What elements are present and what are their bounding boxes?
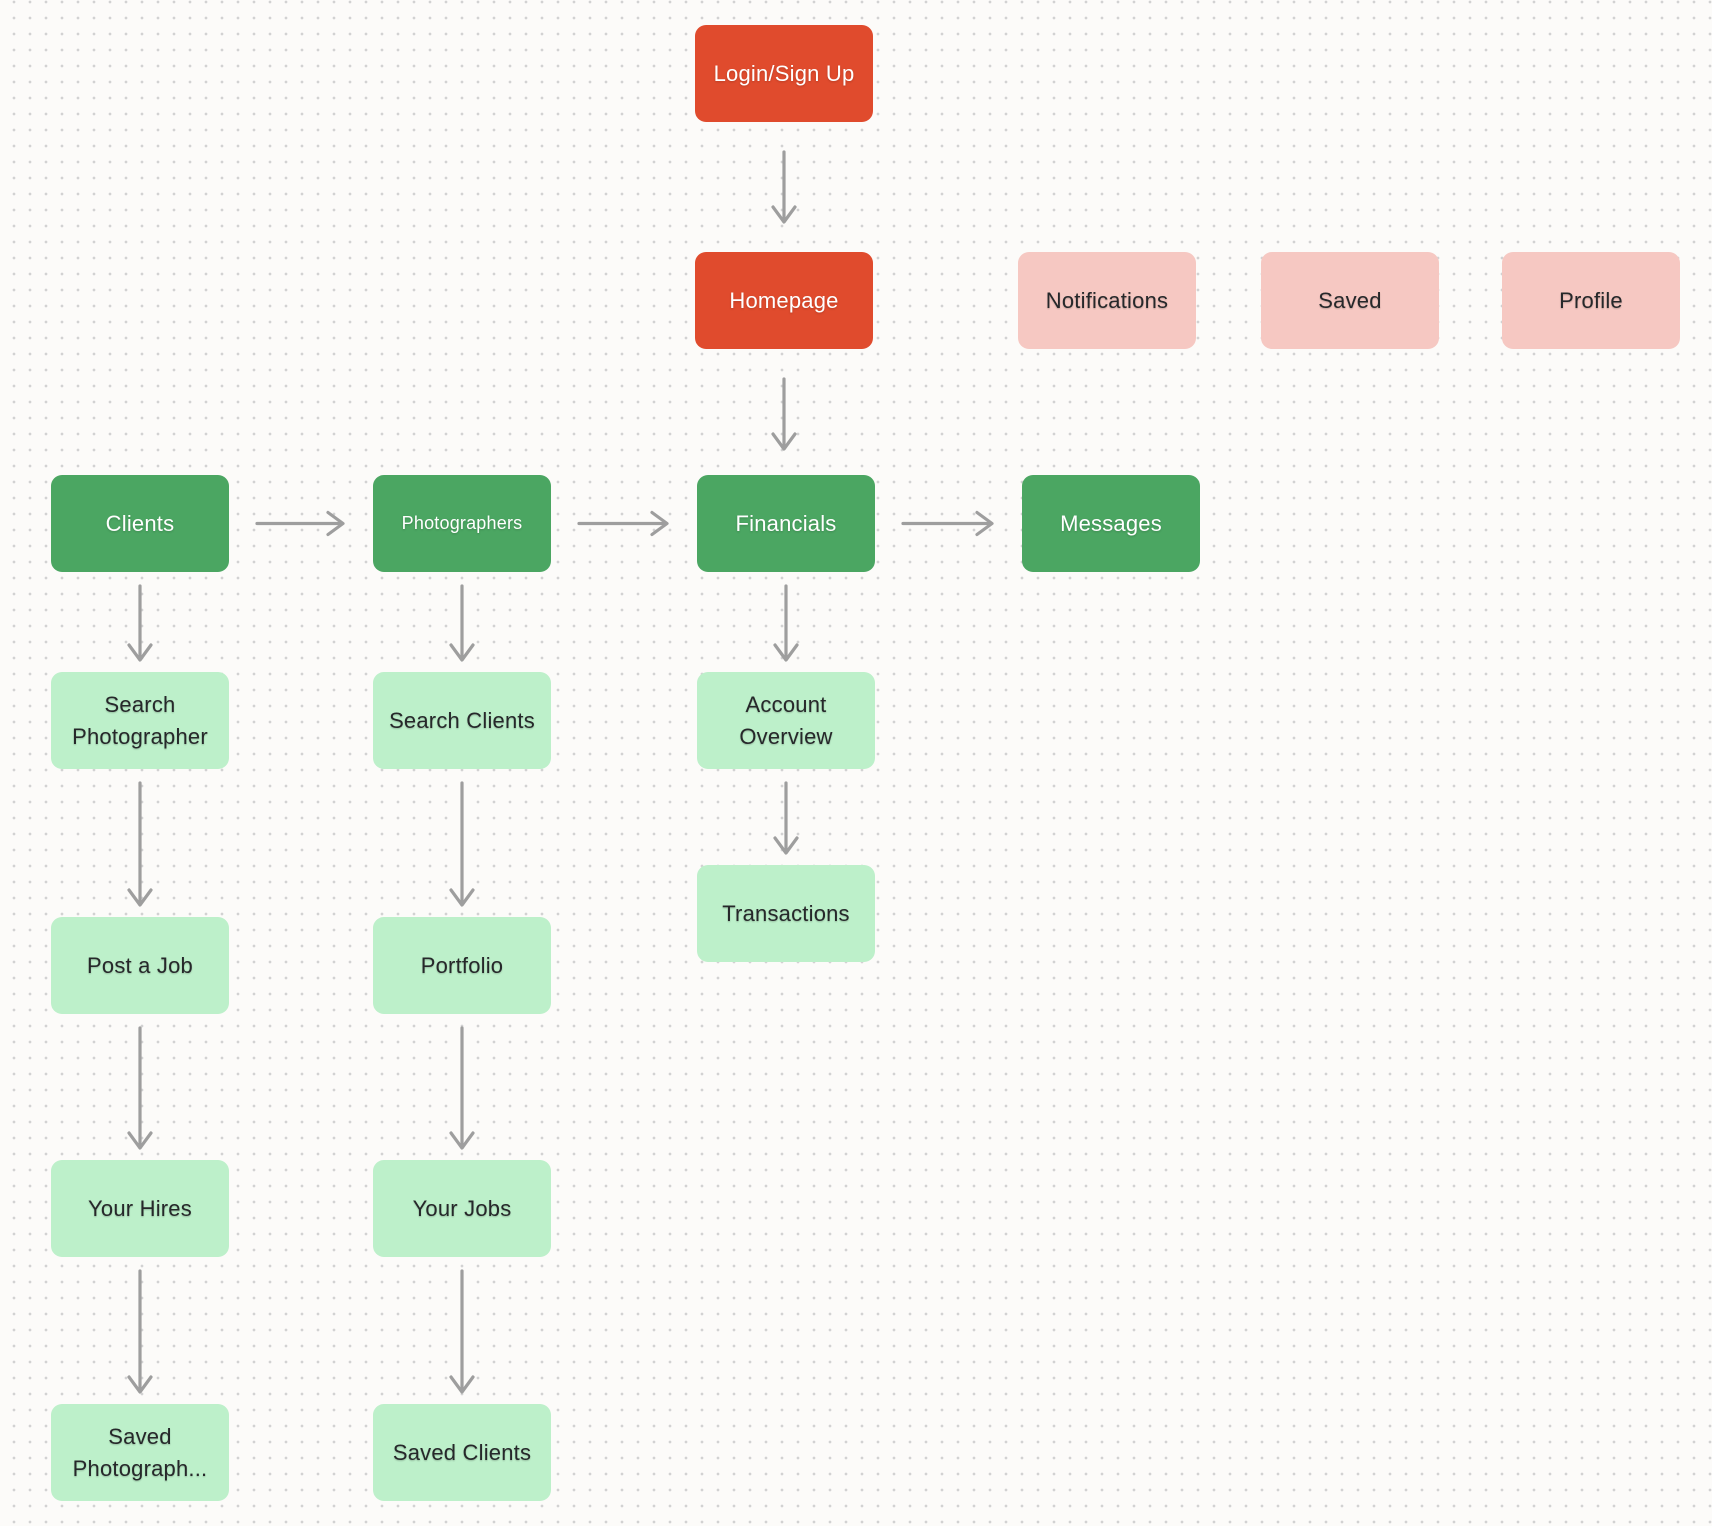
- node-profile[interactable]: Profile: [1502, 252, 1680, 349]
- connector-photographers-to-financials-head: [650, 510, 669, 537]
- node-post-a-job[interactable]: Post a Job: [51, 917, 229, 1014]
- connector-clients-to-photographers-head: [326, 510, 345, 537]
- node-transactions[interactable]: Transactions: [697, 865, 875, 962]
- connector-financials-to-messages-head: [975, 510, 994, 537]
- node-photographers[interactable]: Photographers: [373, 475, 551, 572]
- node-saved[interactable]: Saved: [1261, 252, 1439, 349]
- node-label-search-clients: Search Clients: [389, 707, 535, 733]
- node-label-photographers: Photographers: [401, 513, 523, 534]
- node-messages[interactable]: Messages: [1022, 475, 1200, 572]
- node-label-portfolio: Portfolio: [420, 952, 504, 978]
- node-portfolio[interactable]: Portfolio: [373, 917, 551, 1014]
- connector-your-hires-to-saved-photographers-head: [127, 1375, 153, 1394]
- node-label-your-jobs: Your Jobs: [412, 1195, 512, 1221]
- node-notifications[interactable]: Notifications: [1018, 252, 1196, 349]
- node-label-saved-clients: Saved Clients: [392, 1439, 532, 1465]
- connector-homepage-to-financials-head: [771, 432, 797, 451]
- node-account-overview[interactable]: Account Overview: [697, 672, 875, 769]
- connector-search-photographer-to-post-a-job-head: [127, 888, 153, 907]
- node-label-homepage: Homepage: [729, 287, 839, 313]
- connector-search-clients-to-portfolio-head: [449, 888, 475, 907]
- node-your-jobs[interactable]: Your Jobs: [373, 1160, 551, 1257]
- node-label-login-signup: Login/Sign Up: [713, 60, 855, 86]
- node-label-account-overview: Account Overview: [739, 691, 833, 749]
- connector-clients-to-search-photographer-head: [127, 643, 153, 662]
- node-saved-photographers[interactable]: Saved Photograph...: [51, 1404, 229, 1501]
- connector-portfolio-to-your-jobs-head: [449, 1131, 475, 1150]
- connector-photographers-to-search-clients-head: [449, 643, 475, 662]
- node-financials[interactable]: Financials: [697, 475, 875, 572]
- node-search-clients[interactable]: Search Clients: [373, 672, 551, 769]
- node-label-financials: Financials: [735, 510, 837, 536]
- node-label-saved-photographers: Saved Photograph...: [72, 1423, 208, 1481]
- node-label-post-a-job: Post a Job: [87, 952, 193, 978]
- node-label-notifications: Notifications: [1045, 287, 1169, 313]
- node-search-photographer[interactable]: Search Photographer: [51, 672, 229, 769]
- connector-login-signup-to-homepage-head: [771, 205, 797, 224]
- node-label-profile: Profile: [1559, 287, 1623, 313]
- connector-your-jobs-to-saved-clients-head: [449, 1375, 475, 1394]
- node-saved-clients[interactable]: Saved Clients: [373, 1404, 551, 1501]
- node-label-messages: Messages: [1060, 510, 1162, 536]
- node-label-saved: Saved: [1318, 287, 1382, 313]
- connector-post-a-job-to-your-hires-head: [127, 1131, 153, 1150]
- connector-account-overview-to-transactions-head: [773, 836, 799, 855]
- connector-financials-to-account-overview-head: [773, 643, 799, 662]
- node-clients[interactable]: Clients: [51, 475, 229, 572]
- node-label-clients: Clients: [105, 510, 175, 536]
- node-login-signup[interactable]: Login/Sign Up: [695, 25, 873, 122]
- node-homepage[interactable]: Homepage: [695, 252, 873, 349]
- node-label-search-photographer: Search Photographer: [72, 691, 208, 749]
- node-label-your-hires: Your Hires: [88, 1195, 192, 1221]
- node-label-transactions: Transactions: [722, 900, 850, 926]
- node-your-hires[interactable]: Your Hires: [51, 1160, 229, 1257]
